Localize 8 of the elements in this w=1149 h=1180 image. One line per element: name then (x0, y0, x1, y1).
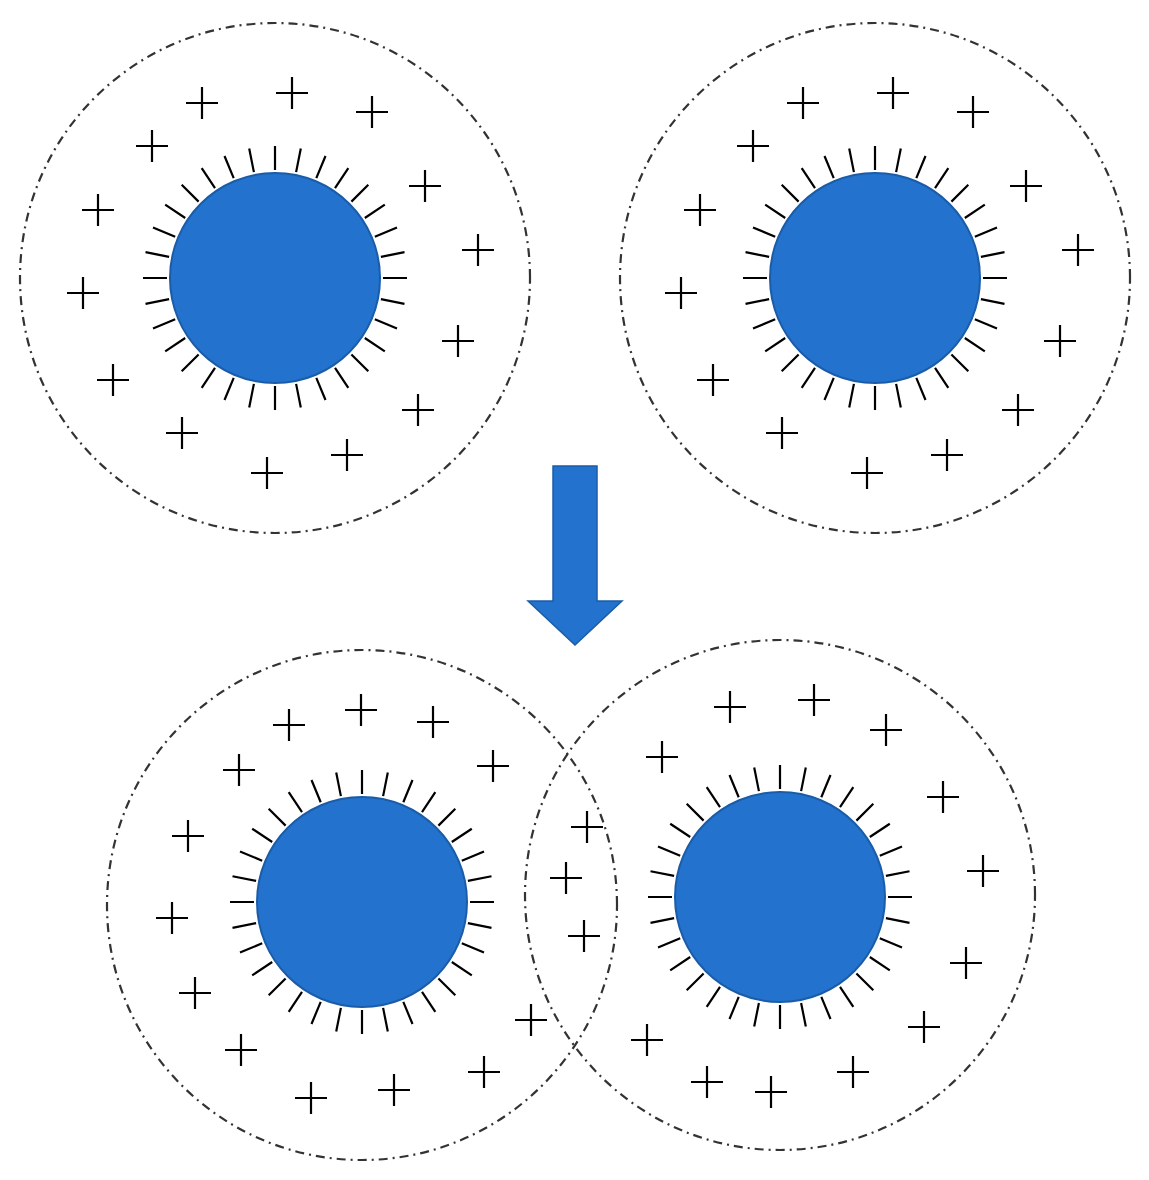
diffuse-layer-circle (523, 638, 1037, 1152)
diffuse-layer-circle (618, 21, 1132, 535)
particle-circle (674, 791, 886, 1003)
particle-circle (169, 172, 381, 384)
diffuse-layer-circle (18, 21, 532, 535)
particle-circle (769, 172, 981, 384)
diffuse-layer-circle (105, 648, 619, 1162)
particle-circle (256, 796, 468, 1008)
